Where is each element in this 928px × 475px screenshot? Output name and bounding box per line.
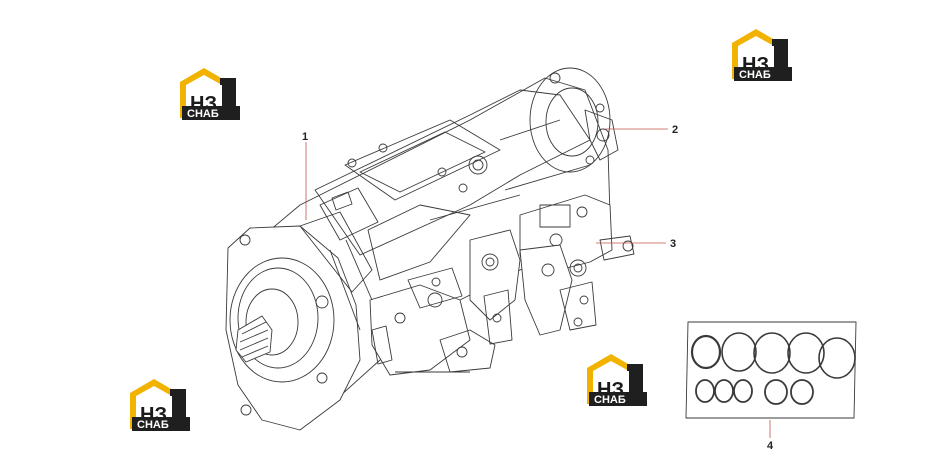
svg-text:СНАБ: СНАБ	[739, 69, 771, 81]
o-ring	[753, 332, 791, 374]
o-ring	[787, 332, 825, 374]
o-ring	[764, 379, 788, 405]
svg-text:СНАБ: СНАБ	[594, 394, 626, 406]
o-ring	[695, 379, 715, 403]
o-ring	[790, 379, 814, 405]
callout-2: 2	[672, 124, 678, 136]
callout-1: 1	[302, 131, 308, 143]
o-ring	[721, 332, 757, 372]
callout-4: 4	[767, 440, 774, 452]
hydraulic-pump-assembly	[225, 67, 635, 431]
callout-3: 3	[670, 238, 676, 250]
svg-text:СНАБ: СНАБ	[137, 419, 169, 431]
o-ring	[690, 334, 722, 370]
watermark-logo: НЗ СНАБ	[732, 29, 792, 81]
watermark-logo: НЗ СНАБ	[587, 354, 647, 406]
watermark-logo: НЗ СНАБ	[130, 379, 190, 431]
seal-kit-box	[685, 321, 857, 419]
svg-text:СНАБ: СНАБ	[187, 108, 219, 120]
leader-lines	[305, 128, 771, 438]
o-ring	[714, 379, 734, 403]
o-ring	[818, 337, 856, 379]
o-ring	[733, 379, 753, 403]
watermark-logo: НЗ СНАБ	[180, 68, 240, 120]
